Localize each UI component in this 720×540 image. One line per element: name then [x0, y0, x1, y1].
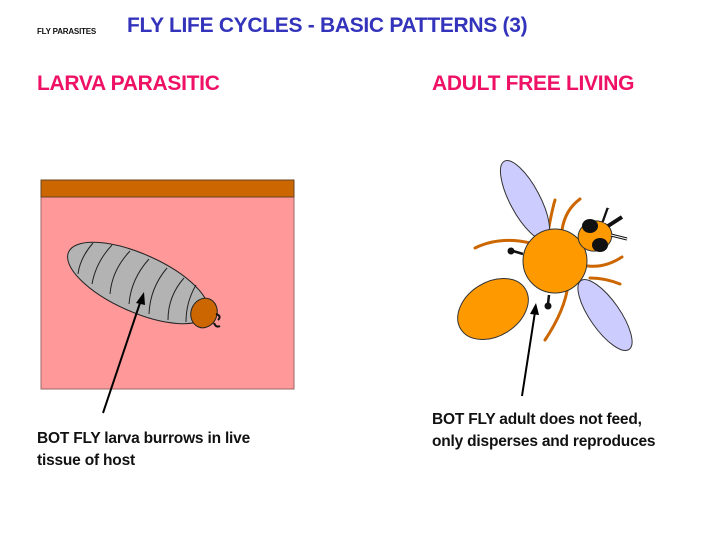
larva-mouthhook [213, 313, 221, 328]
fly-thorax [522, 228, 588, 294]
fly-wing-lower [577, 279, 633, 351]
larva-heading: LARVA PARASITIC [37, 72, 220, 95]
fly-eye-bottom [592, 238, 608, 252]
slide-title: FLY LIFE CYCLES - BASIC PATTERNS (3) [127, 14, 528, 37]
larva-pointer-arrow [102, 292, 145, 414]
skin-layer [40, 179, 295, 198]
fly-abdomen [457, 278, 529, 340]
fly-eye-top [582, 219, 598, 233]
adult-caption: BOT FLY adult does not feed, only disper… [432, 411, 656, 450]
adult-heading: ADULT FREE LIVING [432, 72, 635, 95]
larva-illustration [67, 241, 221, 329]
section-label: FLY PARASITES [37, 27, 97, 36]
fly-antennae [601, 207, 628, 241]
larva-caption: BOT FLY larva burrows in live tissue of … [37, 430, 250, 469]
adult-pointer-arrow [521, 303, 539, 397]
adult-fly-illustration [457, 160, 633, 351]
larva-head [190, 297, 218, 329]
